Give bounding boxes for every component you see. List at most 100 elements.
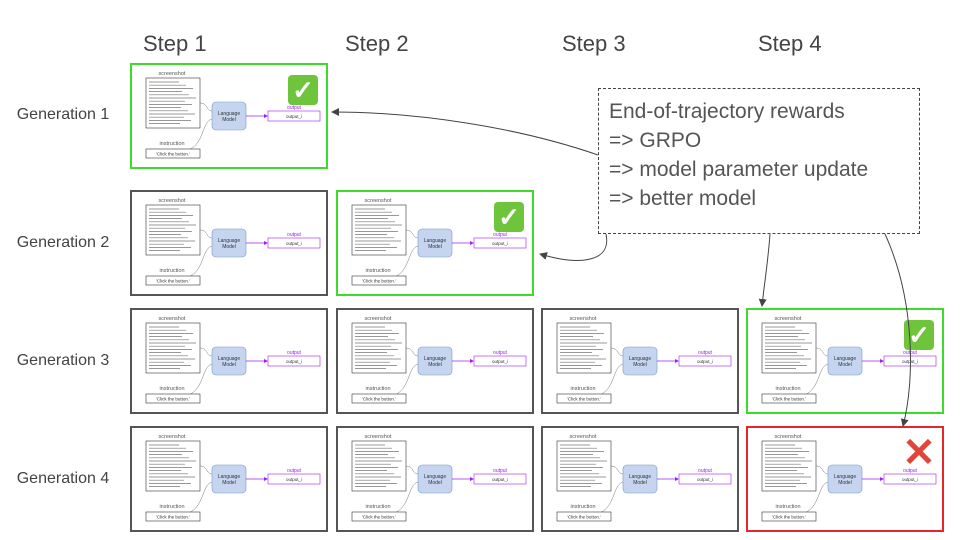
- instruction-label: instruction: [570, 386, 595, 392]
- instruction-box: [761, 511, 817, 522]
- cell-gen4-step2: screenshot Language Model output output_…: [336, 426, 534, 532]
- output-value: output_i: [697, 477, 713, 482]
- output-box: [473, 355, 527, 367]
- model-label-line2: Model: [222, 244, 236, 250]
- screenshot-label: screenshot: [775, 316, 802, 322]
- instruction-value: 'Click the button.': [567, 515, 601, 520]
- cell-gen3-step4: screenshot Language Model output output_…: [746, 308, 944, 414]
- check-mark-icon: ✓: [494, 202, 524, 232]
- instruction-label: instruction: [775, 504, 800, 510]
- cell-gen3-step2: screenshot Language Model output output_…: [336, 308, 534, 414]
- instruction-value: 'Click the button.': [772, 515, 806, 520]
- output-label: output: [287, 468, 302, 474]
- instruction-box: [351, 275, 407, 286]
- check-mark-icon: ✓: [288, 75, 318, 105]
- instruction-label: instruction: [775, 386, 800, 392]
- cell-gen1-step1: screenshot Language Model output output_…: [130, 63, 328, 169]
- output-box: [883, 473, 937, 485]
- instruction-box: [145, 511, 201, 522]
- instruction-box: [145, 275, 201, 286]
- model-label-line2: Model: [428, 244, 442, 250]
- output-box: [678, 355, 732, 367]
- reward-line-1: End-of-trajectory rewards: [609, 100, 845, 123]
- output-label: output: [493, 350, 508, 356]
- model-label-line2: Model: [838, 480, 852, 486]
- instruction-value: 'Click the button.': [362, 279, 396, 284]
- output-value: output_i: [286, 477, 302, 482]
- screenshot-label: screenshot: [159, 434, 186, 440]
- screenshot-label: screenshot: [159, 198, 186, 204]
- instruction-box: [145, 393, 201, 404]
- output-box: [267, 110, 321, 122]
- model-label-line2: Model: [633, 362, 647, 368]
- instruction-box: [351, 511, 407, 522]
- screenshot-label: screenshot: [365, 434, 392, 440]
- screenshot-thumbnail: [145, 204, 201, 256]
- instruction-value: 'Click the button.': [156, 397, 190, 402]
- output-box: [267, 355, 321, 367]
- model-label-line1: Language: [424, 238, 446, 244]
- instruction-value: 'Click the button.': [567, 397, 601, 402]
- output-value: output_i: [492, 241, 508, 246]
- instruction-label: instruction: [159, 386, 184, 392]
- arrow-to-generation-3: [758, 233, 771, 307]
- model-label-line2: Model: [428, 480, 442, 486]
- output-value: output_i: [286, 114, 302, 119]
- cell-gen4-step4: screenshot Language Model output output_…: [746, 426, 944, 532]
- model-label-line2: Model: [222, 117, 236, 123]
- screenshot-thumbnail: [761, 322, 817, 374]
- instruction-value: 'Click the button.': [362, 515, 396, 520]
- output-box: [473, 237, 527, 249]
- screenshot-thumbnail: [556, 440, 612, 492]
- screenshot-label: screenshot: [365, 316, 392, 322]
- output-label: output: [493, 232, 508, 238]
- step-label-3: Step 3: [562, 31, 626, 56]
- instruction-label: instruction: [365, 268, 390, 274]
- screenshot-label: screenshot: [159, 71, 186, 77]
- instruction-label: instruction: [365, 504, 390, 510]
- generation-label-2: Generation 2: [16, 234, 110, 251]
- cell-gen3-step3: screenshot Language Model output output_…: [541, 308, 739, 414]
- instruction-label: instruction: [159, 141, 184, 147]
- check-mark-icon: ✓: [904, 320, 934, 350]
- model-label-line1: Language: [218, 111, 240, 117]
- step-label-1: Step 1: [143, 31, 207, 56]
- model-label-line1: Language: [424, 356, 446, 362]
- output-value: output_i: [286, 359, 302, 364]
- screenshot-thumbnail: [556, 322, 612, 374]
- output-label: output: [903, 350, 918, 356]
- instruction-value: 'Click the button.': [156, 279, 190, 284]
- screenshot-label: screenshot: [570, 316, 597, 322]
- output-box: [678, 473, 732, 485]
- step-label-2: Step 2: [345, 31, 409, 56]
- reward-box: End-of-trajectory rewards => GRPO => mod…: [598, 88, 920, 234]
- instruction-box: [761, 393, 817, 404]
- output-label: output: [698, 350, 713, 356]
- instruction-label: instruction: [365, 386, 390, 392]
- instruction-box: [556, 511, 612, 522]
- instruction-label: instruction: [159, 268, 184, 274]
- cell-gen2-step2: screenshot Language Model output output_…: [336, 190, 534, 296]
- output-label: output: [287, 350, 302, 356]
- cross-mark-icon: ✕: [902, 431, 936, 475]
- screenshot-thumbnail: [351, 322, 407, 374]
- instruction-label: instruction: [159, 504, 184, 510]
- model-label-line1: Language: [834, 356, 856, 362]
- instruction-box: [351, 393, 407, 404]
- generation-label-1: Generation 1: [16, 106, 110, 123]
- output-value: output_i: [492, 359, 508, 364]
- instruction-value: 'Click the button.': [772, 397, 806, 402]
- model-label-line2: Model: [222, 362, 236, 368]
- screenshot-label: screenshot: [365, 198, 392, 204]
- screenshot-label: screenshot: [159, 316, 186, 322]
- model-label-line1: Language: [629, 474, 651, 480]
- cell-gen4-step1: screenshot Language Model output output_…: [130, 426, 328, 532]
- model-label-line1: Language: [218, 474, 240, 480]
- model-label-line1: Language: [218, 238, 240, 244]
- output-value: output_i: [902, 359, 918, 364]
- output-value: output_i: [286, 241, 302, 246]
- model-label-line2: Model: [222, 480, 236, 486]
- output-value: output_i: [902, 477, 918, 482]
- screenshot-thumbnail: [145, 77, 201, 129]
- instruction-box: [556, 393, 612, 404]
